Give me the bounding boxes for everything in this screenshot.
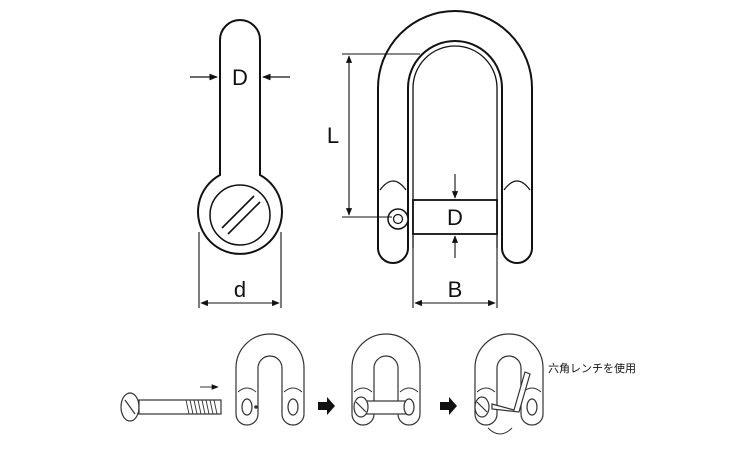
- rotation-arc: [487, 427, 513, 435]
- side-view: [197, 19, 283, 255]
- front-length-dimension: [342, 53, 420, 218]
- slotted-pin-head: [221, 195, 261, 235]
- step1-shackle: [235, 333, 305, 426]
- side-pin-diameter-label: D: [232, 65, 248, 90]
- side-eye-width-dimension: [198, 232, 282, 308]
- side-eye-width-label: d: [234, 277, 246, 302]
- step3-shackle: [474, 333, 544, 435]
- pin-head-inner: [392, 213, 404, 225]
- next-step-arrow-2: [440, 397, 457, 415]
- pin-head-outer: [387, 208, 409, 230]
- front-inner-width-dimension: [412, 248, 498, 308]
- side-view-inner-ring: [209, 184, 271, 246]
- front-view-outer-body: [377, 10, 533, 264]
- left-collar-arc: [379, 180, 407, 191]
- right-collar-arc: [503, 180, 531, 191]
- front-view: [377, 10, 533, 264]
- front-view-pin: [412, 199, 498, 235]
- next-step-arrow-1: [318, 397, 335, 415]
- front-length-label: L: [327, 123, 339, 148]
- bolt-threads: [185, 399, 218, 415]
- bolt: [120, 392, 222, 422]
- front-pin-diameter-label: D: [447, 205, 463, 230]
- side-view-outline: [197, 19, 283, 255]
- front-inner-width-label: B: [448, 277, 463, 302]
- step2-shackle: [351, 333, 421, 426]
- hex-wrench: [491, 371, 531, 413]
- hex-wrench-note: 六角レンチを使用: [548, 362, 636, 375]
